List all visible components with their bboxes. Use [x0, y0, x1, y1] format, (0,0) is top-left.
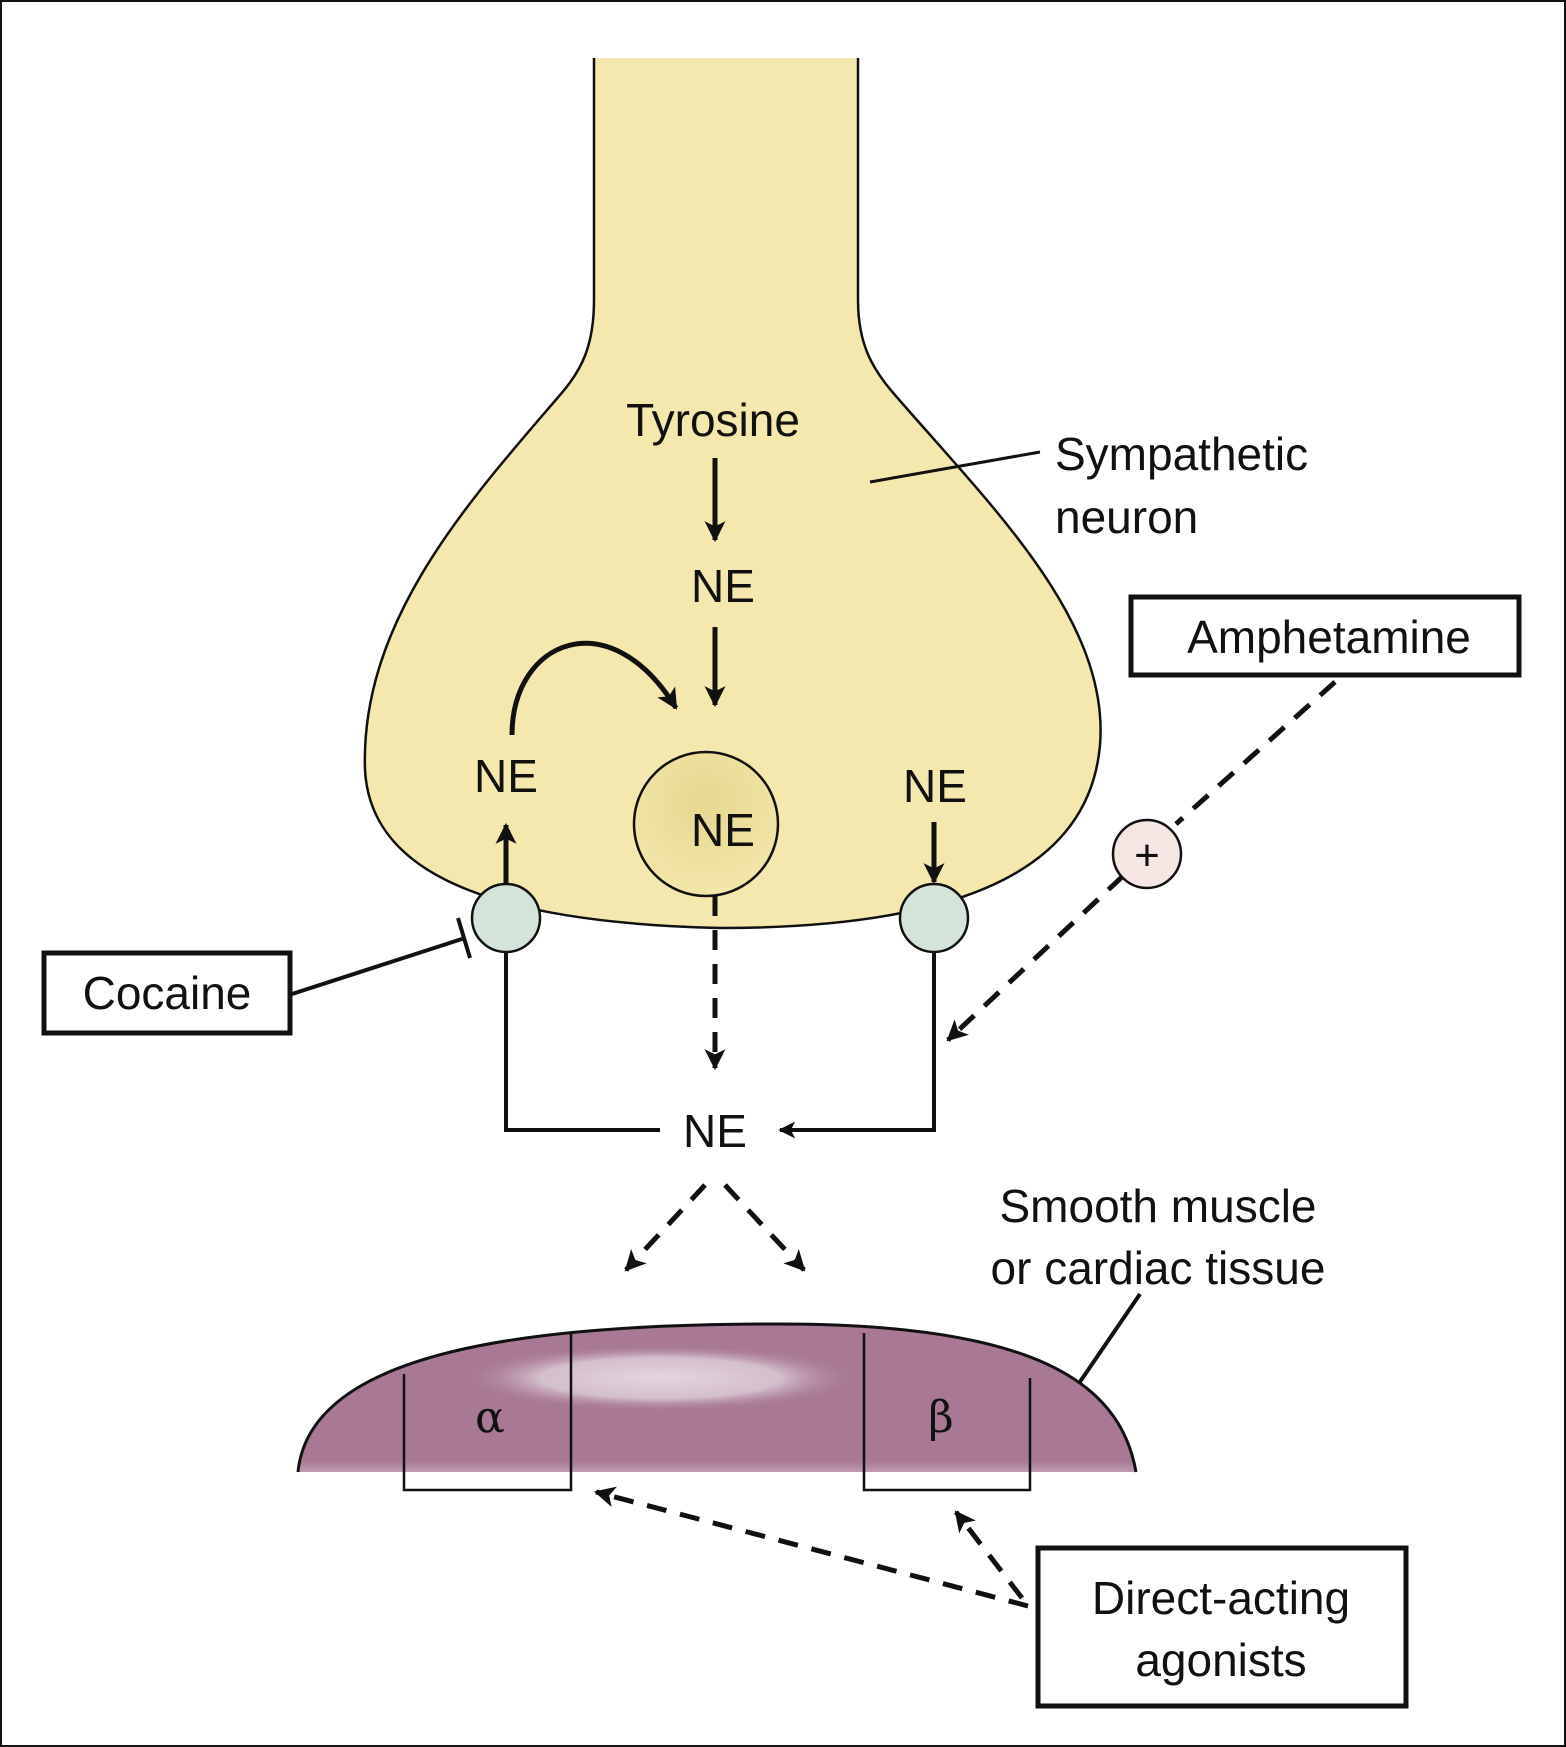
ne-right-label: NE: [903, 760, 967, 812]
direct-agonists-label-2: agonists: [1135, 1634, 1306, 1686]
ne-to-alpha-arrow: [624, 1183, 707, 1272]
ne-to-beta-arrow: [723, 1183, 806, 1272]
direct-agonists-box: [1035, 1545, 1409, 1709]
stimulation-plus-icon: [1111, 818, 1183, 890]
plus-sign: +: [1134, 831, 1160, 880]
ne-synaptic-label: NE: [683, 1105, 747, 1157]
alpha-receptor: [402, 1333, 573, 1492]
amphetamine-path-upper: [1174, 680, 1337, 826]
agonist-to-beta-arrow: [954, 1510, 1024, 1600]
synaptic-vesicle: [632, 750, 780, 898]
reuptake-transporter-left: [470, 882, 542, 954]
inhibition-bar-icon: [456, 917, 472, 959]
ne-reuptake-label: NE: [474, 750, 538, 802]
alpha-label: α: [475, 1392, 505, 1443]
reuptake-transporter-right: [898, 882, 970, 954]
neuron-leader-line: [869, 450, 1041, 484]
beta-label: β: [928, 1392, 953, 1443]
sympathetic-neuron-label: Sympathetic: [1055, 428, 1308, 480]
direct-agonists-label: Direct-acting: [1092, 1572, 1350, 1624]
ne-synthesized-label: NE: [691, 560, 755, 612]
recycle-arrow: [509, 640, 679, 736]
neuron-outline: [363, 58, 1102, 930]
amphetamine-path-lower: [946, 874, 1125, 1042]
reuptake-path-left: [504, 952, 660, 1132]
cocaine-inhibit-line: [291, 936, 466, 996]
smooth-muscle-label-2: or cardiac tissue: [991, 1242, 1326, 1294]
cocaine-box: [41, 950, 293, 1036]
amphetamine-box: [1128, 594, 1522, 678]
effector-tissue: [296, 1322, 1138, 1473]
beta-receptor: [862, 1333, 1032, 1492]
ne-vesicle-label: NE: [691, 804, 755, 856]
smooth-muscle-label: Smooth muscle: [999, 1180, 1316, 1232]
sympathetic-neuron-label-2: neuron: [1055, 491, 1198, 543]
reuptake-path-right: [778, 952, 936, 1139]
sympathetic-neuron-terminal: [364, 58, 1101, 928]
cocaine-label: Cocaine: [83, 967, 252, 1019]
tyrosine-label: Tyrosine: [626, 394, 800, 446]
agonist-to-alpha-arrow: [593, 1486, 1029, 1609]
amphetamine-label: Amphetamine: [1187, 611, 1471, 663]
